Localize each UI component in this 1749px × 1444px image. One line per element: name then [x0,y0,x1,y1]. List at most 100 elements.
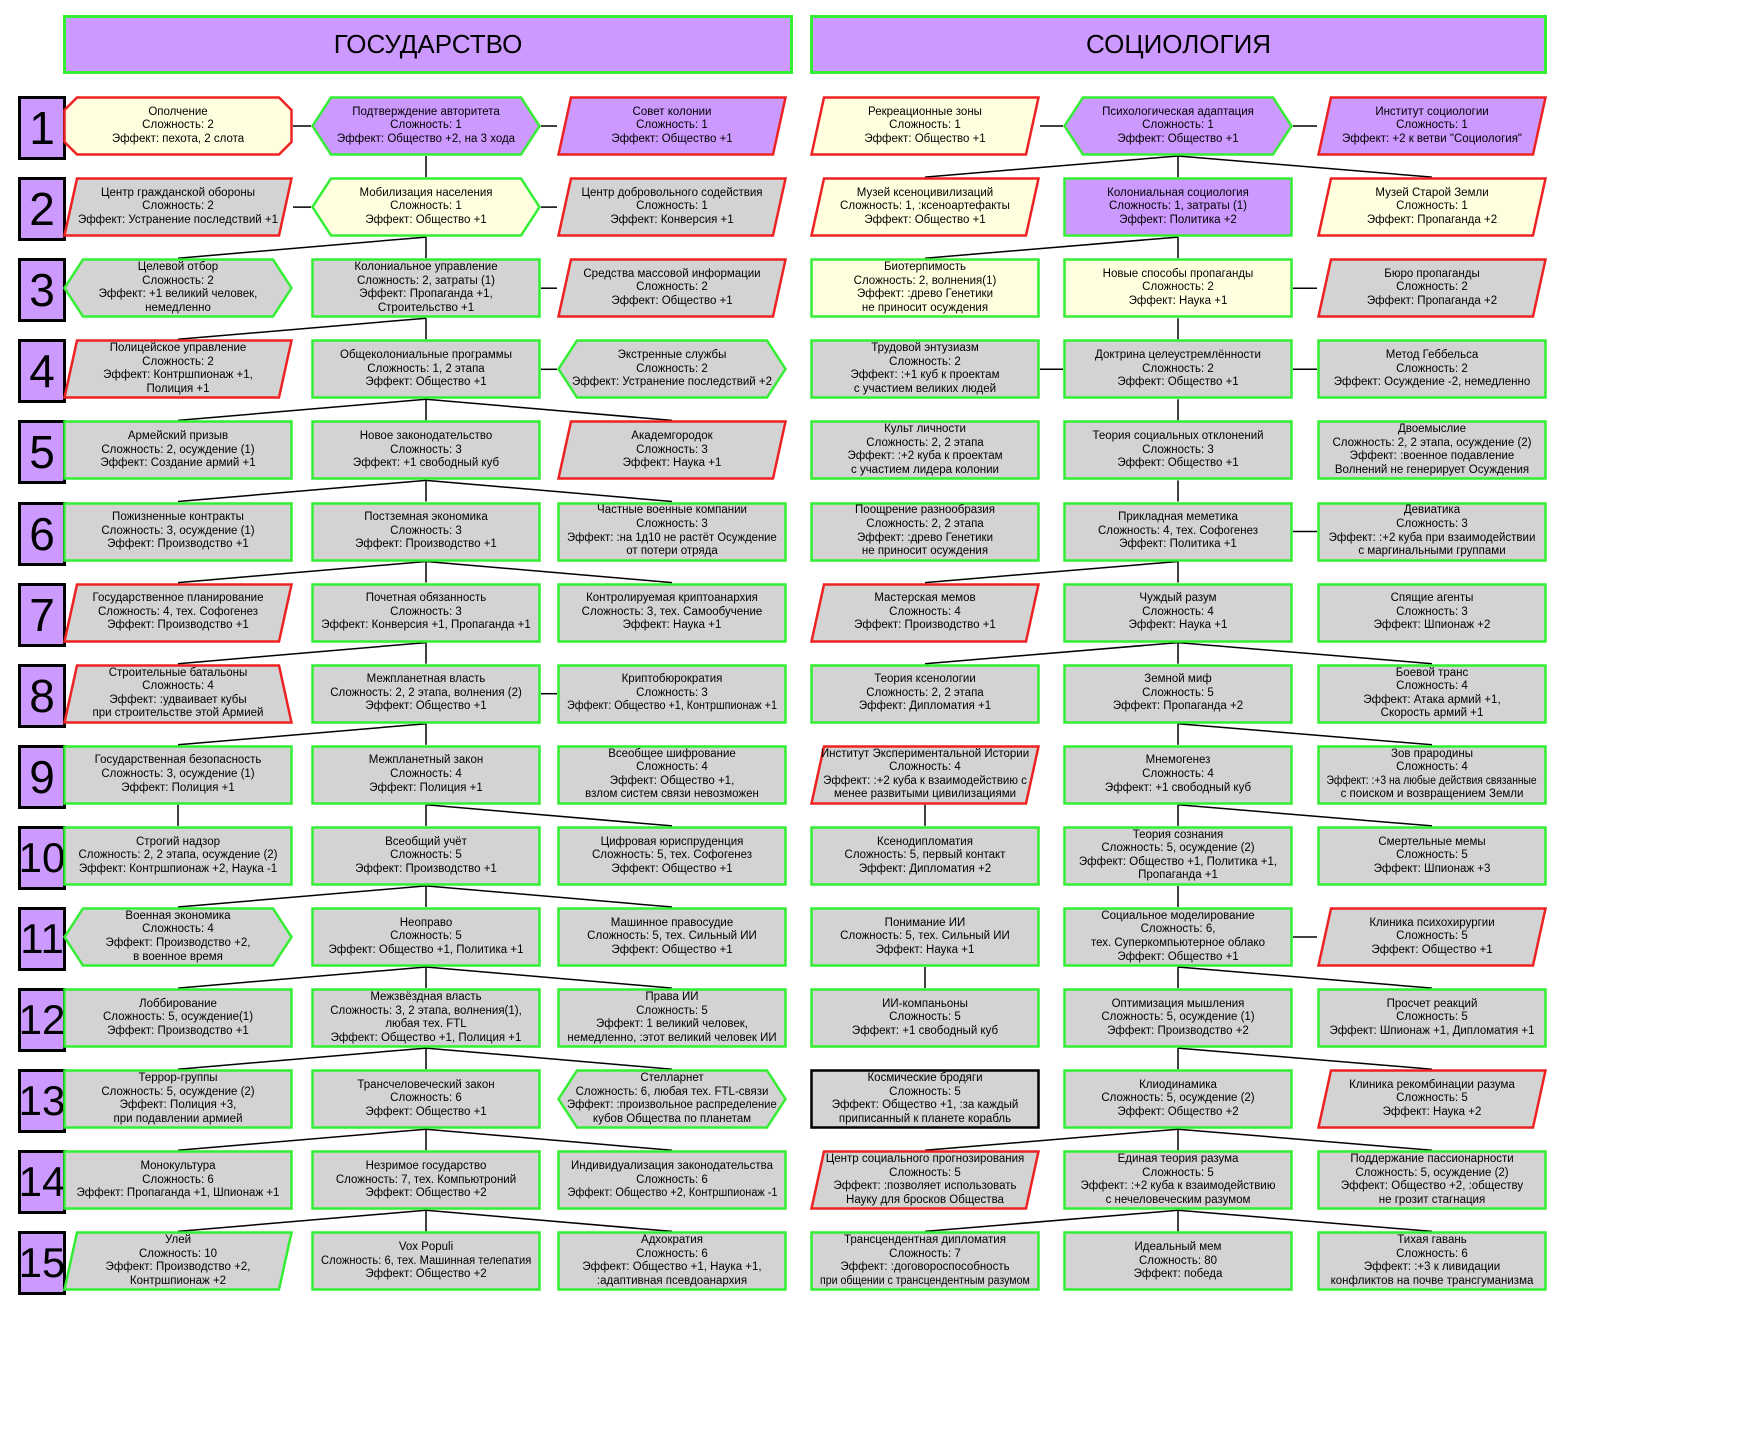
node-title: Теория ксенологии [874,673,976,686]
node-detail: Эффект: Шпионаж +2 [1373,619,1491,632]
node-detail: Сложность: 2, 2 этапа, осуждение (2) [1332,436,1532,449]
node-shape [556,96,788,156]
edge-g7b-g8a [177,641,427,665]
node-shape [1316,907,1548,967]
